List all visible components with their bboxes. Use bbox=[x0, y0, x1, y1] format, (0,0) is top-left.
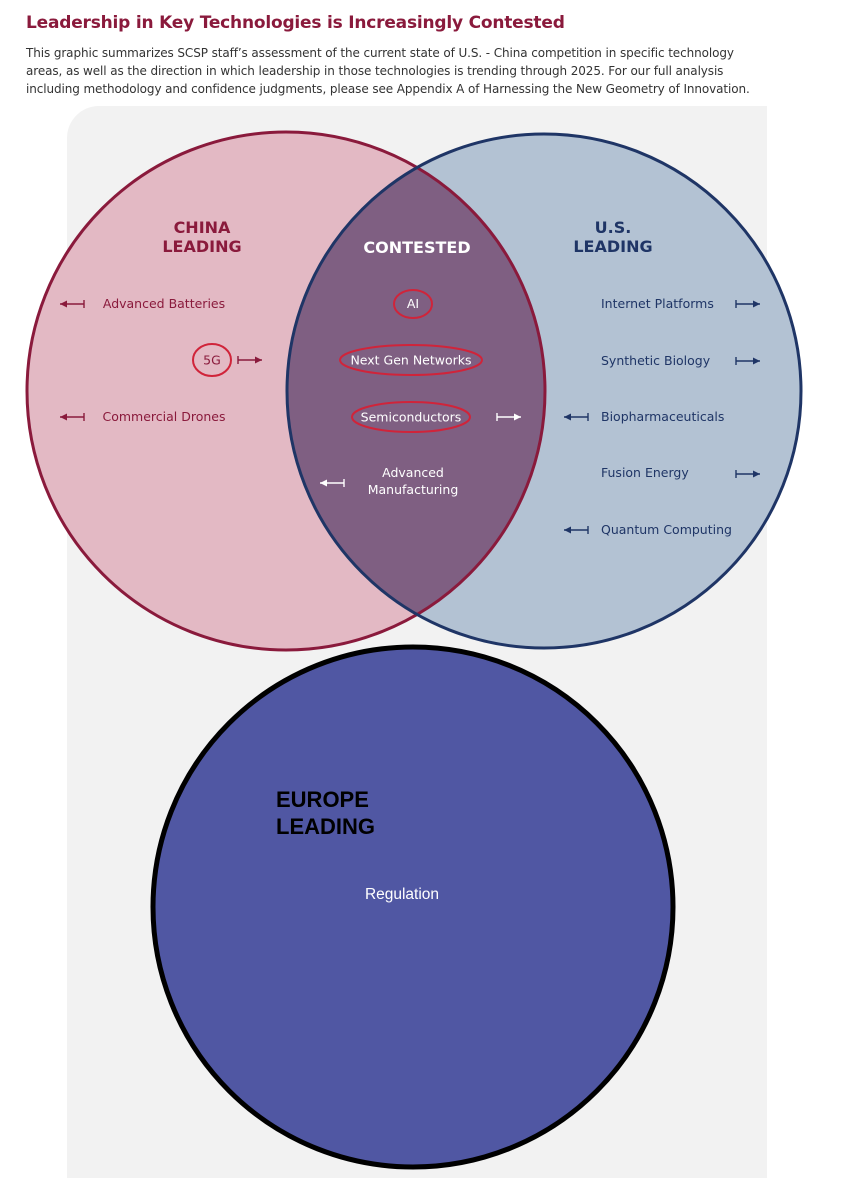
tech-label-advanced-batteries: Advanced Batteries bbox=[103, 296, 225, 311]
europe-heading: EUROPE bbox=[276, 787, 369, 812]
arrow-right-icon bbox=[735, 470, 760, 478]
arrow-left-icon bbox=[60, 300, 85, 308]
highlight-circle bbox=[339, 344, 483, 376]
tech-label-semiconductors: Semiconductors bbox=[361, 410, 462, 425]
arrow-right-icon bbox=[496, 413, 521, 421]
tech-label-advanced-manufacturing: Advanced bbox=[382, 465, 444, 480]
contested-overlap bbox=[287, 134, 545, 648]
us-circle-outline bbox=[285, 132, 803, 650]
europe-heading: LEADING bbox=[276, 814, 375, 839]
tech-label-commercial-drones: Commercial Drones bbox=[103, 409, 226, 424]
tech-label-fusion-energy: Fusion Energy bbox=[601, 465, 689, 480]
china-heading: LEADING bbox=[162, 237, 241, 256]
description-line: This graphic summarizes SCSP staff’s ass… bbox=[26, 46, 734, 60]
tech-label-quantum-computing: Quantum Computing bbox=[601, 522, 732, 537]
arrow-right-icon bbox=[735, 357, 760, 365]
arrow-right-icon bbox=[735, 300, 760, 308]
highlight-circle bbox=[192, 343, 232, 377]
tech-label-biopharmaceuticals: Biopharmaceuticals bbox=[601, 409, 724, 424]
arrow-left-icon bbox=[564, 526, 589, 534]
arrow-left-icon bbox=[564, 413, 589, 421]
us-heading: LEADING bbox=[573, 237, 652, 256]
china-circle-outline bbox=[25, 130, 547, 652]
tech-label-advanced-manufacturing: Manufacturing bbox=[368, 482, 459, 497]
us-heading: U.S. bbox=[595, 218, 632, 237]
highlight-circle bbox=[351, 401, 471, 433]
description: This graphic summarizes SCSP staff’s ass… bbox=[26, 44, 816, 98]
arrow-left-icon bbox=[320, 479, 345, 487]
description-line: areas, as well as the direction in which… bbox=[26, 64, 724, 78]
highlight-circle bbox=[393, 289, 433, 319]
tech-label-5g: 5G bbox=[203, 353, 221, 368]
page-title: Leadership in Key Technologies is Increa… bbox=[26, 13, 565, 33]
arrow-left-icon bbox=[60, 413, 85, 421]
tech-label-next-gen-networks: Next Gen Networks bbox=[350, 353, 471, 368]
tech-label-regulation: Regulation bbox=[365, 886, 439, 903]
contested-heading: CONTESTED bbox=[363, 238, 470, 257]
china-heading: CHINA bbox=[174, 218, 231, 237]
tech-label-internet-platforms: Internet Platforms bbox=[601, 296, 714, 311]
tech-label-synthetic-biology: Synthetic Biology bbox=[601, 353, 711, 368]
europe-circle bbox=[150, 644, 676, 1170]
description-line: including methodology and confidence jud… bbox=[26, 82, 750, 96]
tech-label-ai: AI bbox=[407, 296, 419, 311]
arrow-right-icon bbox=[237, 356, 262, 364]
